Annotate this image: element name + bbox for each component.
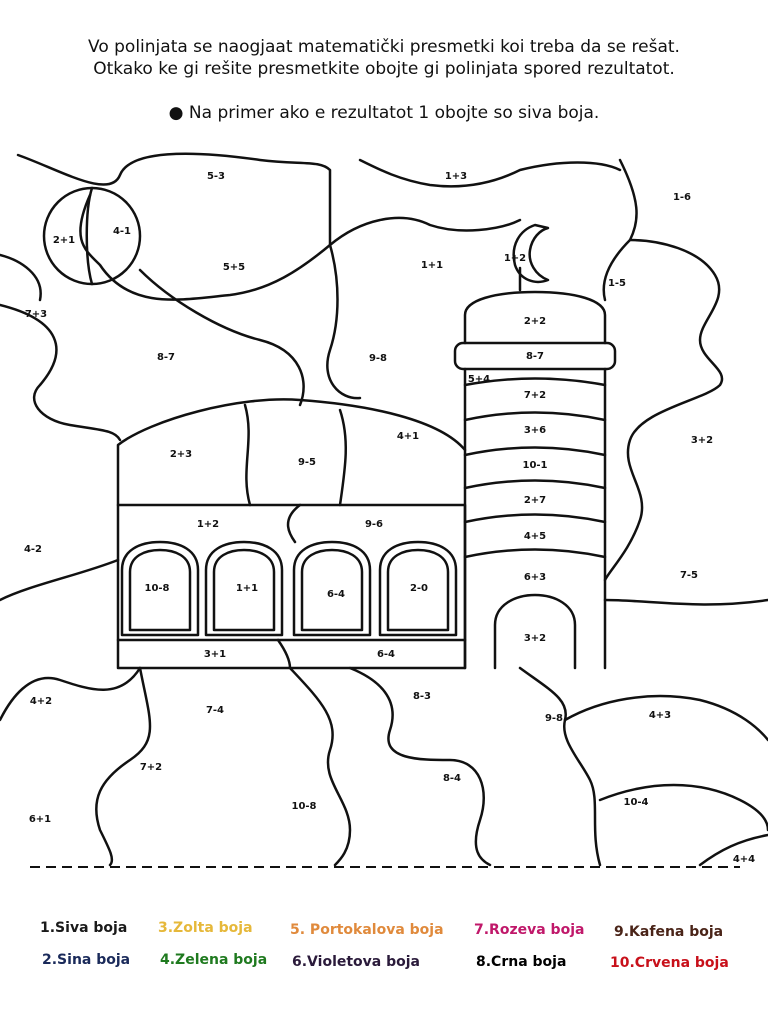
expr-label: 1+1 xyxy=(236,583,258,594)
expr-label: 10-1 xyxy=(522,460,547,471)
expr-label: 1+1 xyxy=(421,260,443,271)
coloring-picture: 5-3 1+3 1-6 2+1 4-1 5+5 1+1 1+2 1-5 7+3 … xyxy=(0,152,768,868)
expr-label: 4+2 xyxy=(30,696,52,707)
legend-item: 6.Violetova boja xyxy=(292,954,421,970)
expr-label: 4+3 xyxy=(649,710,671,721)
expr-label: 2+7 xyxy=(524,495,546,506)
expr-label: 10-8 xyxy=(291,801,316,812)
region-outline xyxy=(288,666,352,867)
region-outline xyxy=(598,783,768,832)
expr-label: 4+5 xyxy=(524,531,546,542)
expr-label: 3+6 xyxy=(524,425,546,436)
expr-label: 3+1 xyxy=(204,649,226,660)
region-outline xyxy=(79,193,522,301)
region-outline xyxy=(16,152,332,247)
expr-label: 8-7 xyxy=(157,352,175,363)
legend-item: 3.Zolta boja xyxy=(158,920,253,936)
region-outline xyxy=(603,238,724,582)
expr-label: 8-7 xyxy=(526,351,544,362)
arch-2 xyxy=(204,540,284,637)
expr-label: 9-8 xyxy=(545,713,563,724)
expr-label: 4-1 xyxy=(113,226,131,237)
region-outline xyxy=(0,558,120,602)
expr-label: 4-2 xyxy=(24,544,42,555)
legend-item: 8.Crna boja xyxy=(476,954,567,970)
expr-label: 1+2 xyxy=(197,519,219,530)
region-outline xyxy=(138,268,305,407)
expr-label: 1+3 xyxy=(445,171,467,182)
expr-label: 5+4 xyxy=(468,374,490,385)
expr-label: 2-0 xyxy=(410,583,428,594)
arch-1 xyxy=(120,540,200,637)
region-outline xyxy=(0,253,42,302)
legend-item: 7.Rozeva boja xyxy=(474,922,585,938)
expr-label: 3+2 xyxy=(524,633,546,644)
expr-label: 8-3 xyxy=(413,691,431,702)
expr-label: 9-8 xyxy=(369,353,387,364)
minaret-band xyxy=(453,341,617,371)
expr-label: 2+1 xyxy=(53,235,75,246)
arch-4 xyxy=(378,540,458,637)
legend-item: 5. Portokalova boja xyxy=(290,922,444,938)
expr-label: 5+5 xyxy=(223,262,245,273)
legend-item: 1.Siva boja xyxy=(40,920,128,936)
region-outline xyxy=(698,833,768,867)
expr-label: 6+3 xyxy=(524,572,546,583)
expr-label: 9-6 xyxy=(365,519,383,530)
minaret-door xyxy=(493,593,577,670)
expr-label: 8-4 xyxy=(443,773,461,784)
expr-label: 7-4 xyxy=(206,705,224,716)
expr-label: 1+2 xyxy=(504,253,526,264)
expr-label: 4+4 xyxy=(733,854,755,865)
expr-label: 6+1 xyxy=(29,814,51,825)
region-outline xyxy=(603,598,768,606)
region-outline xyxy=(358,158,622,188)
region-outline xyxy=(518,666,602,867)
expr-label: 7+2 xyxy=(524,390,546,401)
expr-label: 7+3 xyxy=(25,309,47,320)
expr-label: 1-6 xyxy=(673,192,691,203)
expr-label: 10-4 xyxy=(623,797,648,808)
legend-item: 4.Zelena boja xyxy=(160,952,268,968)
expression-labels: 5-3 1+3 1-6 2+1 4-1 5+5 1+1 1+2 1-5 7+3 … xyxy=(24,171,755,865)
crescent-moon xyxy=(512,223,550,284)
instructions: Vo polinjata se naogjaat matematički pre… xyxy=(0,36,768,124)
expr-label: 1-5 xyxy=(608,278,626,289)
region-outline xyxy=(563,694,768,742)
expr-label: 2+3 xyxy=(170,449,192,460)
expr-label: 7-5 xyxy=(680,570,698,581)
expr-label: 10-8 xyxy=(144,583,169,594)
expr-label: 3+2 xyxy=(691,435,713,446)
expr-label: 5-3 xyxy=(207,171,225,182)
instruction-line-1: Vo polinjata se naogjaat matematički pre… xyxy=(88,37,680,57)
mosque-dome xyxy=(116,398,467,507)
expr-label: 6-4 xyxy=(327,589,345,600)
legend-item: 9.Kafena boja xyxy=(614,924,724,940)
expr-label: 6-4 xyxy=(377,649,395,660)
minaret-cap xyxy=(463,290,607,345)
legend-item: 10.Crvena boja xyxy=(610,955,729,971)
legend-item: 2.Sina boja xyxy=(42,952,131,968)
expr-label: 2+2 xyxy=(524,316,546,327)
expr-label: 7+2 xyxy=(140,762,162,773)
region-outline xyxy=(326,243,362,400)
region-outline xyxy=(348,666,492,867)
arch-3 xyxy=(292,540,372,637)
region-outline xyxy=(0,303,122,442)
expr-label: 9-5 xyxy=(298,457,316,468)
sun-split xyxy=(85,186,94,286)
color-legend: 1.Siva boja 3.Zolta boja 5. Portokalova … xyxy=(0,920,768,980)
region-outline xyxy=(95,666,152,867)
mosque-body xyxy=(116,503,467,670)
instruction-line-2: Otkako ke gi rešite presmetkite obojte g… xyxy=(93,59,675,79)
expr-label: 4+1 xyxy=(397,431,419,442)
region-outline xyxy=(0,666,142,722)
instruction-line-3: ● Na primer ako e rezultatot 1 obojte so… xyxy=(168,103,600,123)
